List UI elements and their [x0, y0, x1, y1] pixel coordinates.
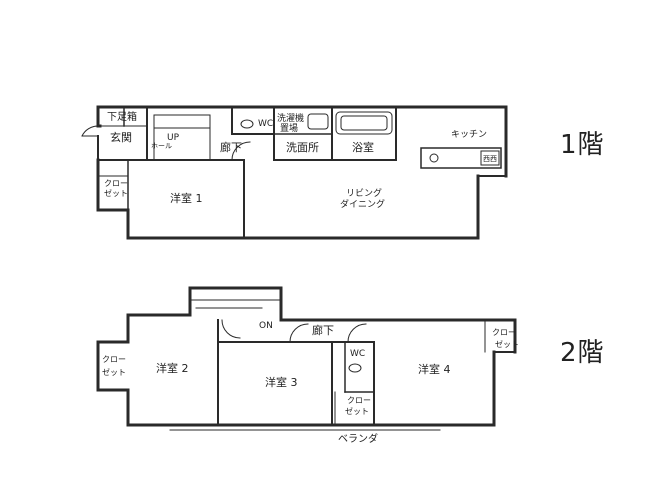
closet1-label-1: クロー [104, 179, 128, 188]
washroom-label: 洗面所 [286, 141, 319, 154]
closet2-label-2: ゼット [102, 367, 126, 377]
closet3-label-1: クロー [347, 396, 371, 405]
western2-label: 洋室 2 [156, 361, 189, 375]
entrance-label: 玄関 [110, 130, 132, 144]
stove-label: 西西 [483, 155, 497, 163]
floor1-walls [81, 105, 508, 240]
up-label: UP [167, 133, 180, 143]
shoe-box-label: 下足箱 [107, 110, 137, 123]
corridor2-label: 廊下 [312, 323, 334, 337]
living-label-2: ダイニング [340, 198, 385, 210]
on-label: ON [259, 321, 273, 331]
bathroom-label: 浴室 [352, 140, 374, 154]
closet2-label-1: クロー [102, 355, 126, 364]
wc1-label: WC [258, 119, 273, 129]
western3-label: 洋室 3 [265, 375, 298, 389]
floor2-label: 2階 [560, 338, 605, 368]
wc2-label: WC [350, 349, 365, 359]
laundry-label-2: 置場 [280, 122, 298, 134]
closet4-label-1: クロー [492, 328, 516, 337]
floor1-label: 1階 [560, 130, 605, 160]
living-label-1: リビング [346, 187, 382, 199]
western4-label: 洋室 4 [418, 362, 451, 376]
hall-label: ホール [151, 142, 172, 150]
veranda-label: ベランダ [338, 432, 378, 445]
corridor1-label: 廊下 [220, 140, 242, 154]
western1-label: 洋室 1 [170, 191, 203, 205]
closet4-label-2: ゼット [495, 339, 519, 349]
floor2-walls [96, 286, 517, 431]
closet1-label-2: ゼット [104, 188, 128, 198]
closet3-label-2: ゼット [345, 406, 369, 416]
laundry-label-1: 洗濯機 [277, 112, 304, 124]
kitchen-label: キッチン [451, 129, 487, 140]
